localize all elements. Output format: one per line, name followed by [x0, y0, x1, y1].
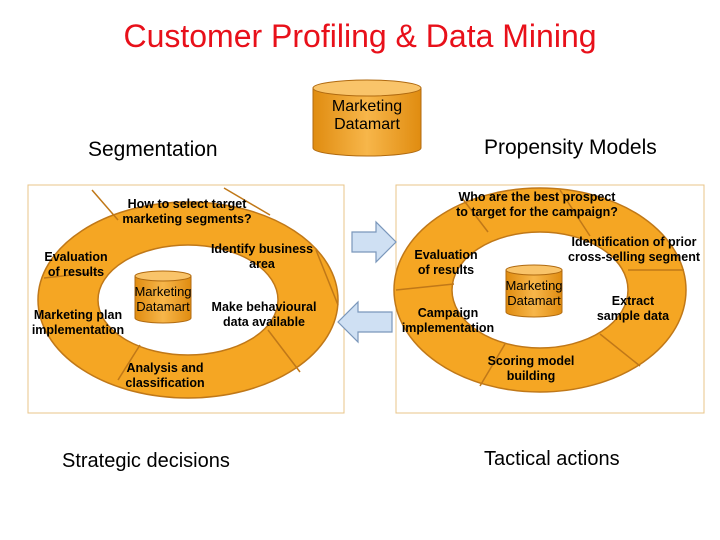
right-caption: Tactical actions — [484, 448, 620, 470]
step-best-prospect: Who are the best prospect to target for … — [456, 190, 618, 219]
step-right-evaluation: Evaluation of results — [414, 248, 478, 277]
step-select-segments: How to select target marketing segments? — [122, 197, 252, 226]
datamart-top-label: Marketing Datamart — [331, 98, 403, 133]
step-analysis: Analysis and classification — [125, 361, 205, 390]
datamart-cylinder-top — [312, 79, 422, 157]
step-marketing-plan: Marketing plan implementation — [31, 308, 125, 337]
left-heading: Segmentation — [88, 138, 218, 161]
page-title: Customer Profiling & Data Mining — [123, 18, 597, 54]
left-core-label: Marketing Datamart — [134, 284, 192, 314]
right-heading: Propensity Models — [484, 136, 657, 159]
step-scoring-model: Scoring model building — [487, 354, 575, 383]
step-prior-segment: Identification of prior cross-selling se… — [568, 235, 700, 264]
left-cycle-frame — [27, 184, 345, 414]
left-core-datamart — [134, 270, 192, 324]
left-caption: Strategic decisions — [62, 450, 230, 472]
link-arrow-right — [351, 220, 397, 264]
right-core-label: Marketing Datamart — [505, 278, 563, 308]
step-campaign: Campaign implementation — [401, 306, 495, 335]
link-arrow-left — [337, 300, 393, 344]
step-extract-sample: Extract sample data — [596, 294, 670, 323]
right-core-datamart — [505, 264, 563, 318]
step-left-evaluation: Evaluation of results — [44, 250, 108, 279]
step-behavioural-data: Make behavioural data available — [211, 300, 317, 329]
step-identify-business: Identify business area — [210, 242, 314, 271]
